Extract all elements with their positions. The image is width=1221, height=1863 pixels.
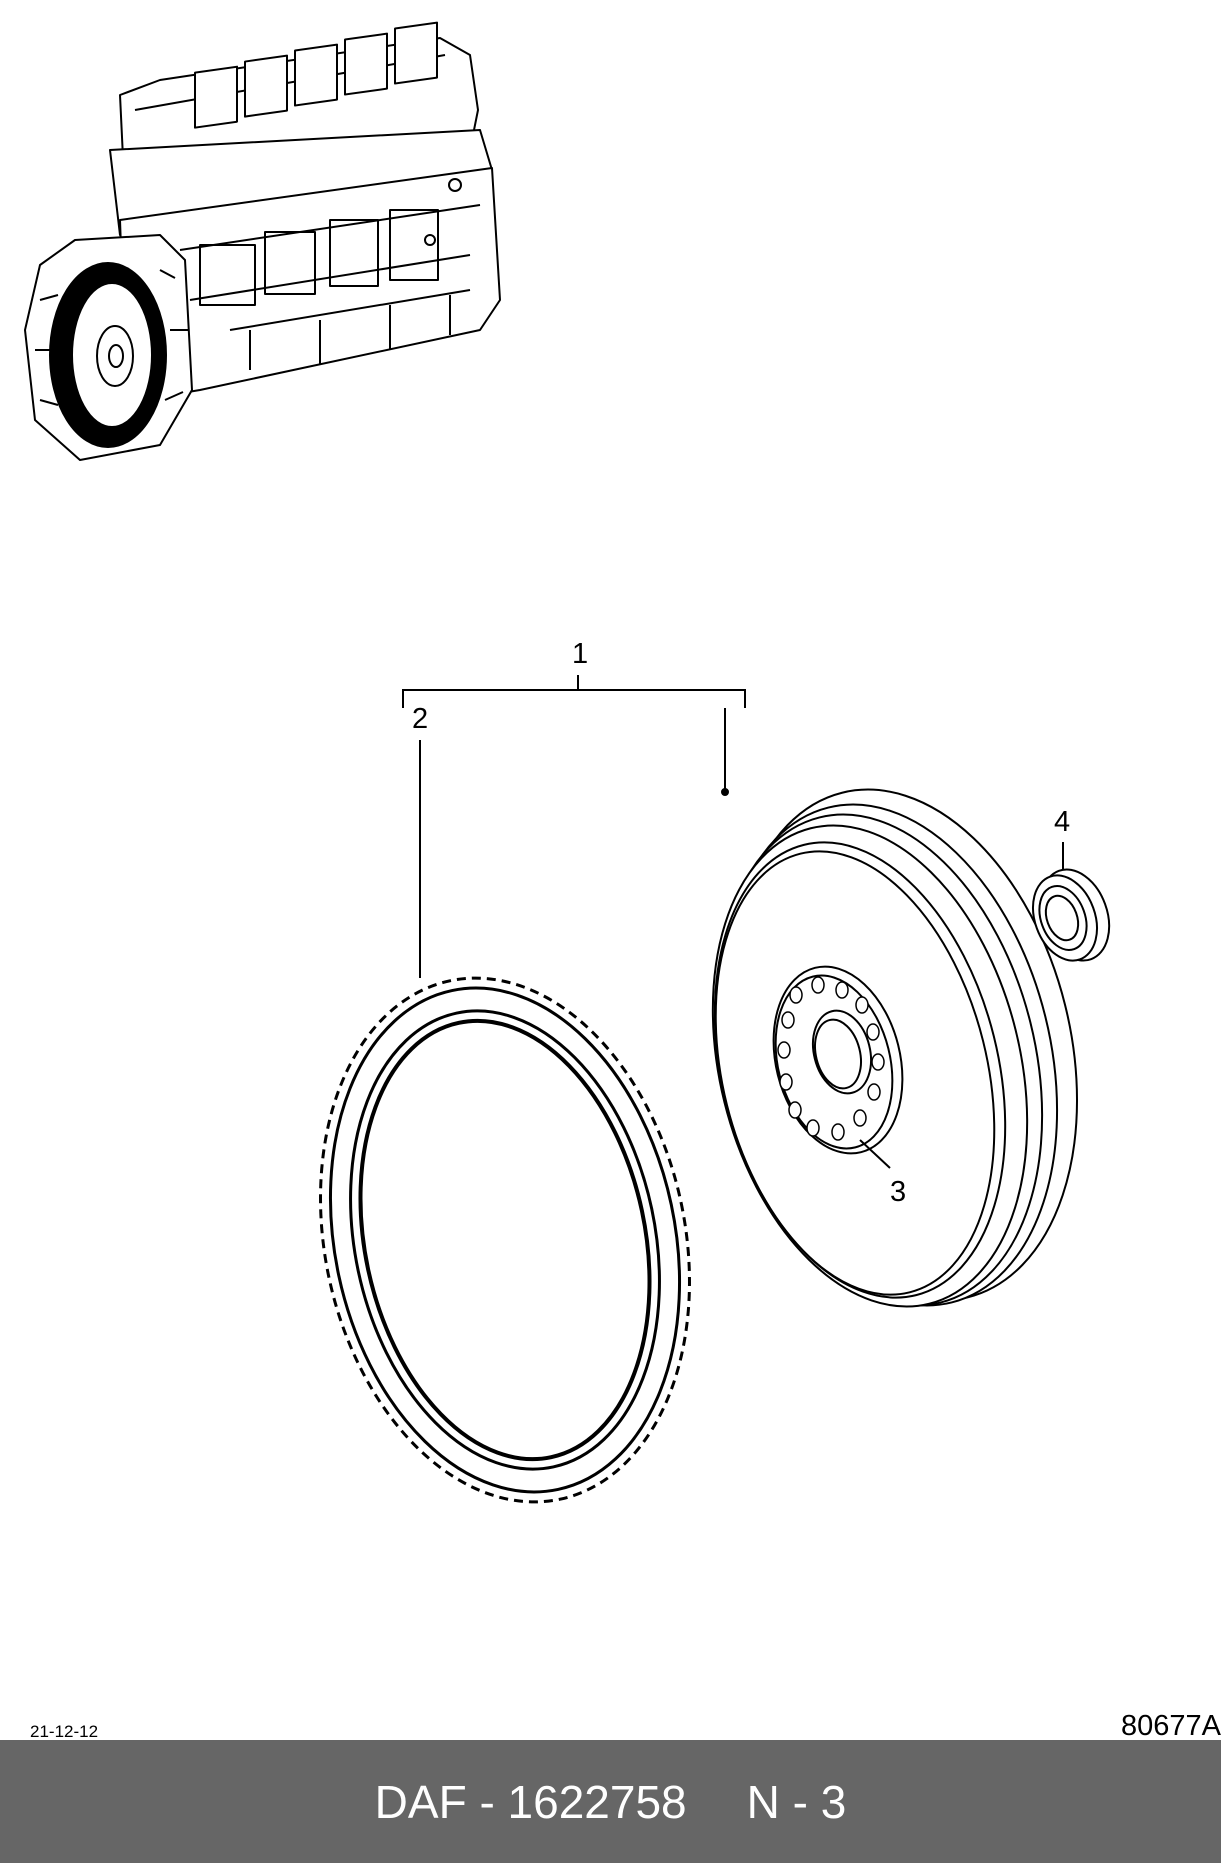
- ring-gear: [319, 740, 691, 1504]
- parts-diagram: [24, 21, 1111, 1504]
- leader-line-3: [859, 1139, 891, 1169]
- footer-part-number: DAF - 1622758: [374, 1775, 687, 1828]
- flywheel: [711, 708, 1079, 1308]
- flywheel-bolt-holes: [777, 976, 885, 1141]
- callout-label-2: 2: [412, 703, 429, 735]
- footer-section: N - 3: [746, 1775, 847, 1828]
- callout-1-bracket: [402, 675, 746, 708]
- engine-overview-illustration: [24, 21, 501, 461]
- footer-bar: DAF - 1622758 N - 3: [0, 1740, 1221, 1863]
- callout-label-3: 3: [890, 1176, 907, 1208]
- callout-label-1: 1: [572, 638, 589, 670]
- drawing-number: 80677A: [1121, 1710, 1221, 1742]
- pilot-bearing: [1032, 842, 1111, 962]
- callout-label-4: 4: [1054, 806, 1071, 838]
- drawing-date: 21-12-12: [30, 1722, 99, 1741]
